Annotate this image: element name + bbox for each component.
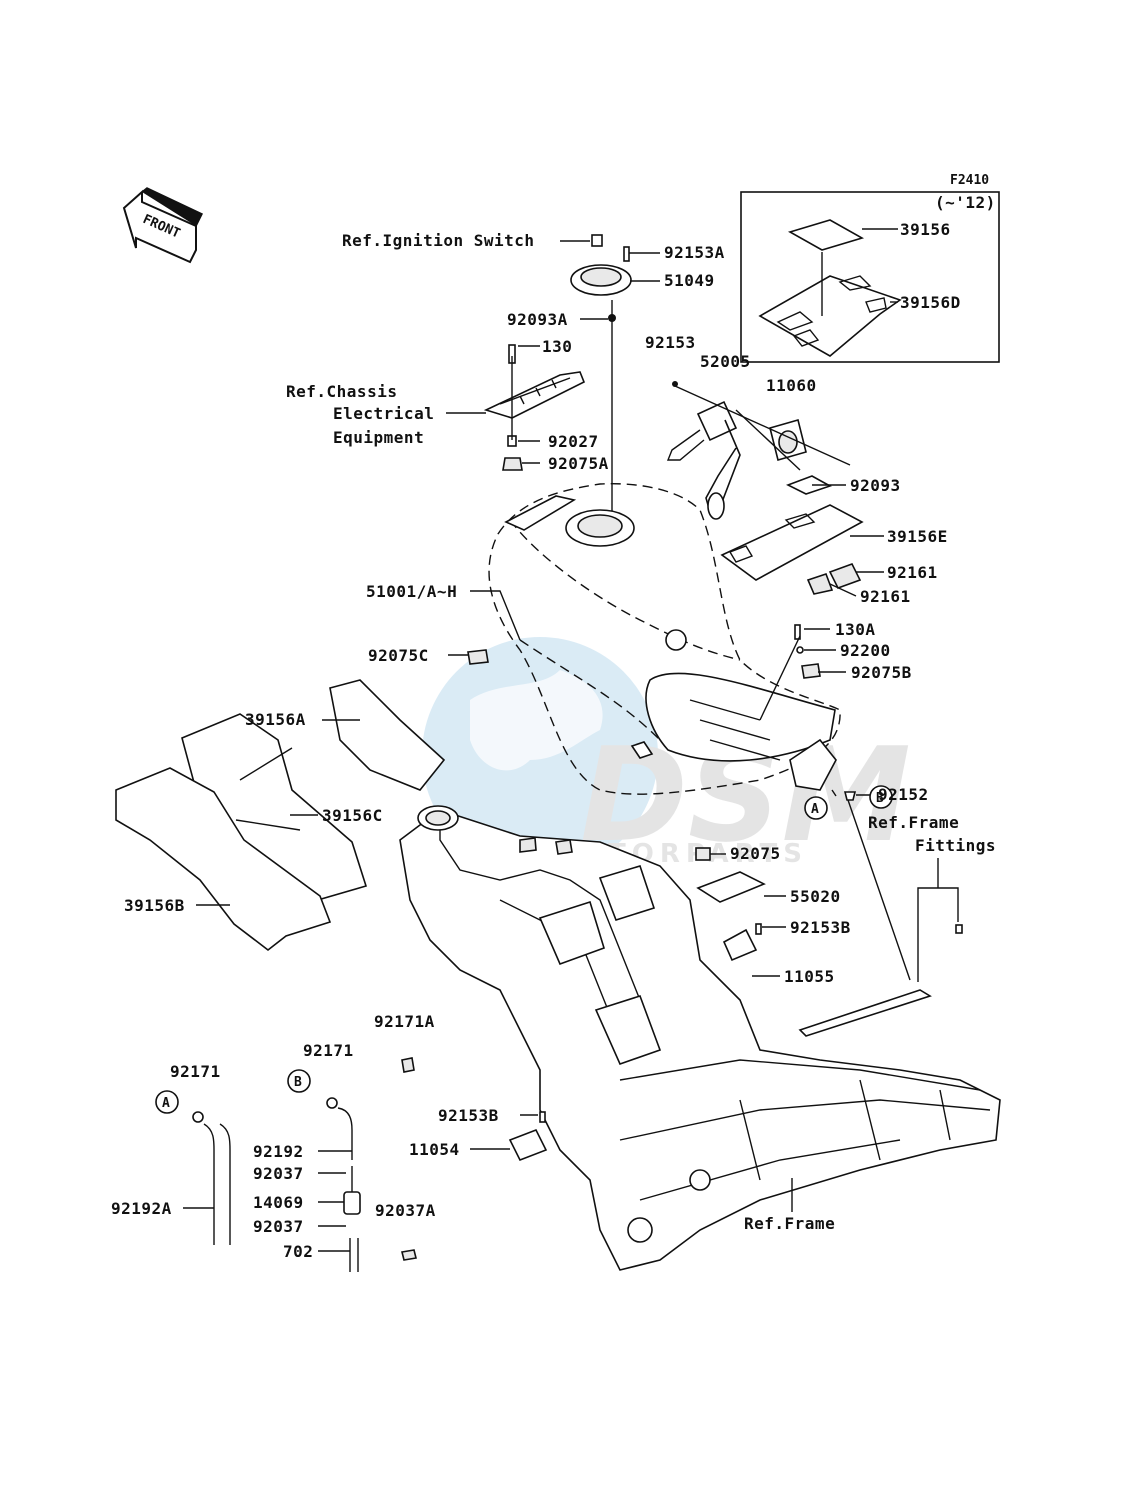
fuel-pump-assembly xyxy=(666,381,851,520)
leader-lines xyxy=(183,240,959,1252)
label-11054: 11054 xyxy=(409,1140,460,1159)
label-39156D: 39156D xyxy=(900,293,961,312)
label-55020: 55020 xyxy=(790,887,841,906)
label-92093A: 92093A xyxy=(507,310,568,329)
label-92075C: 92075C xyxy=(368,646,429,665)
label-92171A: 92171A xyxy=(374,1012,435,1031)
fuel-tank xyxy=(488,483,841,795)
label-39156B: 39156B xyxy=(124,896,185,915)
label-ref-frame-fittings-1: Ref.Frame xyxy=(868,813,959,832)
hose-assemblies xyxy=(192,923,762,1272)
callout-b-1: B xyxy=(869,785,893,809)
label-92037-b: 92037 xyxy=(253,1217,304,1236)
motorcycle-frame xyxy=(399,805,1001,1271)
label-51049: 51049 xyxy=(664,271,715,290)
label-92171-b: 92171 xyxy=(303,1041,354,1060)
label-39156: 39156 xyxy=(900,220,951,239)
label-39156A: 39156A xyxy=(245,710,306,729)
label-92075B: 92075B xyxy=(851,663,912,682)
label-92075A: 92075A xyxy=(548,454,609,473)
label-ref-frame: Ref.Frame xyxy=(744,1214,835,1233)
floor-pads xyxy=(115,679,446,952)
label-11060: 11060 xyxy=(766,376,817,395)
bracket-assembly xyxy=(483,344,586,471)
label-92192: 92192 xyxy=(253,1142,304,1161)
label-92192A: 92192A xyxy=(111,1199,172,1218)
svg-text:B: B xyxy=(294,1075,302,1090)
watermark-globe-icon xyxy=(422,637,658,873)
label-92171-a: 92171 xyxy=(170,1062,221,1081)
label-130A: 130A xyxy=(835,620,876,639)
tank-hardware xyxy=(467,624,911,981)
label-92153B-a: 92153B xyxy=(790,918,851,937)
label-ref-chassis-1: Ref.Chassis xyxy=(286,382,397,401)
label-ref-chassis-3: Equipment xyxy=(333,428,424,447)
callout-b-2: B xyxy=(287,1069,311,1093)
front-arrow-icon: FRONT xyxy=(122,187,204,264)
label-92037A: 92037A xyxy=(375,1201,436,1220)
label-92161-b: 92161 xyxy=(860,587,911,606)
label-92153: 92153 xyxy=(645,333,696,352)
inset-note: (~'12) xyxy=(935,193,996,212)
label-92152: 92152 xyxy=(878,785,929,804)
label-14069: 14069 xyxy=(253,1193,304,1212)
svg-text:A: A xyxy=(811,802,819,817)
label-39156C: 39156C xyxy=(322,806,383,825)
label-92153A: 92153A xyxy=(664,243,725,262)
svg-text:A: A xyxy=(162,1096,170,1111)
label-130: 130 xyxy=(542,337,572,356)
label-51001: 51001/A~H xyxy=(366,582,457,601)
pads xyxy=(720,475,864,595)
label-92027: 92027 xyxy=(548,432,599,451)
label-702: 702 xyxy=(283,1242,313,1261)
inset-box: (~'12) xyxy=(740,191,1000,363)
watermark-continents-icon xyxy=(470,670,603,771)
label-92075: 92075 xyxy=(730,844,781,863)
part-labels: Ref.Ignition Switch 92153A 51049 92093A … xyxy=(111,220,996,1261)
label-ref-ignition: Ref.Ignition Switch xyxy=(342,231,535,250)
label-92200: 92200 xyxy=(840,641,891,660)
callout-a-2: A xyxy=(155,1090,179,1114)
label-52005: 52005 xyxy=(700,352,751,371)
label-92153B-b: 92153B xyxy=(438,1106,499,1125)
label-92093: 92093 xyxy=(850,476,901,495)
label-39156E: 39156E xyxy=(887,527,948,546)
label-11055: 11055 xyxy=(784,967,835,986)
diagram-code: F2410 xyxy=(950,173,989,188)
label-ref-chassis-2: Electrical xyxy=(333,404,434,423)
svg-text:B: B xyxy=(876,791,884,806)
label-92037-a: 92037 xyxy=(253,1164,304,1183)
callout-a-1: A xyxy=(804,796,828,820)
label-ref-frame-fittings-2: Fittings xyxy=(915,836,996,855)
label-92161-a: 92161 xyxy=(887,563,938,582)
